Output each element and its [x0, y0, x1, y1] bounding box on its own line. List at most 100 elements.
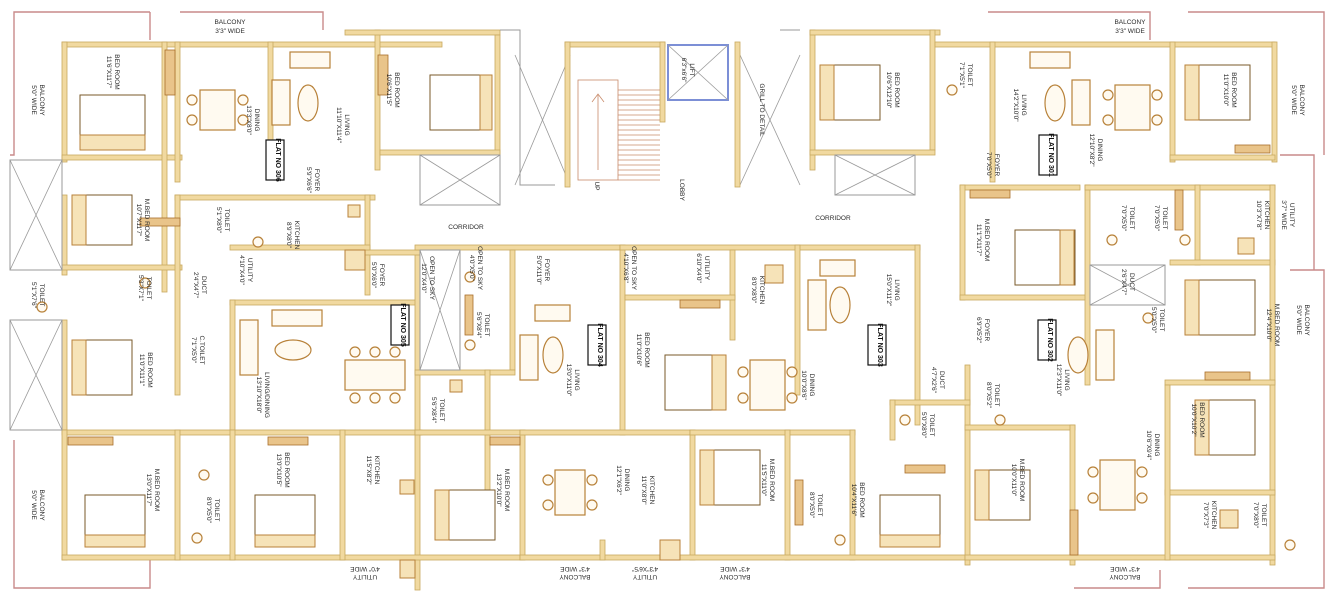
room-name: BED ROOM: [643, 332, 650, 367]
beds: [71, 64, 1256, 548]
room-name: TOILET: [145, 277, 152, 300]
room-size: 5'1"X7'6": [30, 282, 37, 309]
toilets: [36, 84, 1296, 551]
balcony-size: 4'3" WIDE: [720, 565, 750, 572]
room-name: DINING: [1096, 139, 1103, 162]
room-size: 10'4"X11'6": [850, 484, 857, 517]
room-name: KITCHEN: [293, 221, 300, 250]
utility-size: 4'3"X6'5": [631, 565, 658, 572]
room-size: 5'0"X11'0": [535, 255, 542, 285]
balcony-size: 3'3" WIDE: [1115, 28, 1145, 35]
room-size: 11'1"X11'7": [975, 224, 982, 257]
room-name: OPEN TO SKY: [630, 246, 637, 290]
room-name: DINING: [623, 469, 630, 492]
grey-lines: [9, 29, 1166, 431]
room-name: LIVING: [343, 114, 350, 135]
room-name: LIVING: [1063, 369, 1070, 390]
dining-303: [737, 359, 798, 411]
room-name: M.BED ROOM: [143, 199, 150, 242]
room-name: BED ROOM: [893, 72, 900, 107]
room-name: FOYER: [313, 169, 320, 192]
room-size: 10'6"X12'10": [885, 72, 892, 109]
room-name: TOILET: [1128, 207, 1135, 230]
sofa-306: [271, 51, 331, 126]
sofa-304: [519, 304, 571, 381]
bed-306-2: [429, 74, 493, 131]
balcony-size: 5'0" WIDE: [30, 85, 37, 115]
corridor-label: CORRIDOR: [448, 224, 484, 231]
room-name: M.BED ROOM: [983, 219, 990, 262]
dining-305: [344, 346, 406, 404]
room-size: 7'0"X8'0": [1252, 502, 1259, 529]
bed-301-3: [1184, 64, 1251, 121]
room-size: 11'0"X8'0": [640, 475, 647, 505]
dining-304: [542, 469, 598, 516]
room-size: 6'9"X5'2": [975, 317, 982, 344]
bed-306-1: [79, 94, 146, 151]
room-name: DUCT: [200, 276, 207, 294]
bed-305-1: [71, 339, 133, 396]
room-name: M.BED ROOM: [1273, 304, 1280, 347]
room-name: TOILET: [223, 209, 230, 232]
bed-306-3: [71, 194, 133, 246]
room-name: TOILET: [1260, 504, 1267, 527]
room-size: 2'4"X4'7": [192, 272, 199, 299]
bed-305-3: [254, 494, 316, 548]
room-name: TOILET: [816, 494, 823, 517]
room-size: 12'1"X6'2": [615, 465, 622, 495]
room-size: 10'6"X11'5": [385, 74, 392, 107]
room-size: 5'0"X6'0": [370, 262, 377, 289]
room-size: 13'0"X11'0": [565, 364, 572, 397]
room-size: 4'0"X5'0": [468, 255, 475, 282]
room-name: TOILET: [1161, 207, 1168, 230]
room-name: LIVING: [1020, 94, 1027, 115]
room-name: TOILET: [1158, 309, 1165, 332]
room-size: 10'0"X11'0": [1010, 464, 1017, 497]
balcony-size: 4'3" WIDE: [1110, 565, 1140, 572]
flat-number: FLAT NO 303: [876, 323, 883, 367]
sofa-305: [239, 309, 323, 376]
bed-304-2: [664, 354, 727, 411]
balcony-label: BALCONY: [559, 573, 591, 580]
room-size: 4'10"X6'8": [622, 253, 629, 283]
utility-size: 4'0" WIDE: [350, 565, 380, 572]
room-size: 6'10"X4'0": [695, 253, 702, 283]
sofas: [239, 51, 1115, 381]
room-name: TOILET: [483, 314, 490, 337]
sofa-302: [1067, 329, 1115, 381]
room-size: 5'9"X6'6": [305, 167, 312, 194]
balcony-label: BALCONY: [38, 84, 45, 116]
room-size: 8'0"X5'0": [808, 492, 815, 519]
room-name: TOILET: [438, 399, 445, 422]
room-size: 10'0"X8'6": [800, 370, 807, 400]
balcony-size: 5'0" WIDE: [1290, 85, 1297, 115]
flat-number: FLAT NO 301: [1047, 133, 1054, 177]
room-size: 8'0"X5'2": [985, 382, 992, 409]
room-size: 11'10"X11'4": [335, 107, 342, 143]
balcony-label: BALCONY: [38, 489, 45, 521]
room-size: 12'3"X11'0": [1055, 364, 1062, 397]
room-name: DINING: [1153, 434, 1160, 457]
room-size: 5'6"X8'4": [430, 397, 437, 424]
room-name: TOILET: [966, 64, 973, 87]
sofa-301: [1029, 51, 1091, 126]
room-size: 13'0"X11'7": [145, 474, 152, 507]
room-name: M.BED ROOM: [153, 469, 160, 512]
room-name: TOILET: [213, 499, 220, 522]
bed-304-1: [434, 489, 496, 541]
room-size: 5'3"X7'1": [137, 275, 144, 302]
room-size: 10'0"X10'2": [1190, 403, 1197, 437]
room-size: 11'6"X11'7": [105, 56, 112, 89]
room-name: TOILET: [928, 414, 935, 437]
room-size: 12'4"X10'0": [1265, 308, 1272, 342]
dining-306: [186, 89, 249, 131]
bed-302-3: [1184, 279, 1256, 336]
balcony-size: 4'3" WIDE: [560, 565, 590, 572]
room-name: DUCT: [1128, 273, 1135, 291]
utility-label: UTILITY: [1288, 203, 1295, 228]
room-size: 11'0"X11'1": [138, 354, 145, 387]
room-size: 12'10"X8'2": [1088, 133, 1095, 167]
corridor-label: CORRIDOR: [815, 215, 851, 222]
bed-305-2: [84, 494, 146, 548]
